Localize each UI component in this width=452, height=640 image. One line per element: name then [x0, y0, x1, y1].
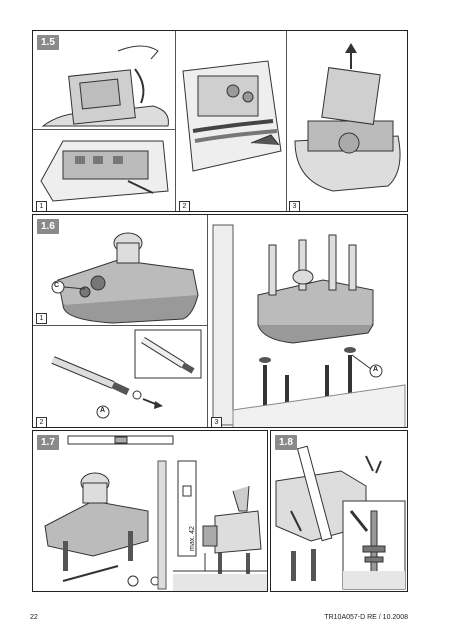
document-code: TR10A057-D RE / 10.2008: [324, 614, 408, 621]
panel-divider: [33, 325, 207, 326]
callout-a: A: [373, 366, 379, 373]
panel-divider: [175, 31, 176, 211]
panel-1-7: 1.7 max. 42: [32, 430, 268, 592]
panel-1-8: 1.8: [270, 430, 408, 592]
illustration-1-6: [51, 224, 406, 427]
subfigure-marker-1: 1: [36, 313, 47, 324]
panel-1-6: 1.6: [32, 214, 408, 428]
subfigure-marker-3: 3: [211, 417, 222, 427]
section-label-1-6: 1.6: [37, 219, 59, 234]
page-number: 22: [30, 614, 38, 621]
measurement-label: max. 42: [189, 526, 196, 551]
subfigure-marker-2: 2: [36, 417, 47, 427]
section-label-1-5: 1.5: [37, 35, 59, 50]
section-label-1-7: 1.7: [37, 435, 59, 450]
section-label-1-8: 1.8: [275, 435, 297, 450]
illustration-1-8: [275, 445, 406, 590]
subfigure-marker-2: 2: [179, 201, 190, 211]
panel-divider: [286, 31, 287, 211]
subfigure-marker-1: 1: [36, 201, 47, 211]
callout-a: A: [100, 407, 106, 414]
illustration-1-5: [40, 43, 401, 202]
subfigure-marker-3: 3: [289, 201, 300, 211]
panel-divider: [207, 215, 208, 427]
panel-1-5: 1.5 1 2 3: [32, 30, 408, 212]
callout-c: C: [54, 282, 60, 289]
panel-divider: [33, 129, 175, 130]
illustration-1-7: [44, 435, 267, 591]
